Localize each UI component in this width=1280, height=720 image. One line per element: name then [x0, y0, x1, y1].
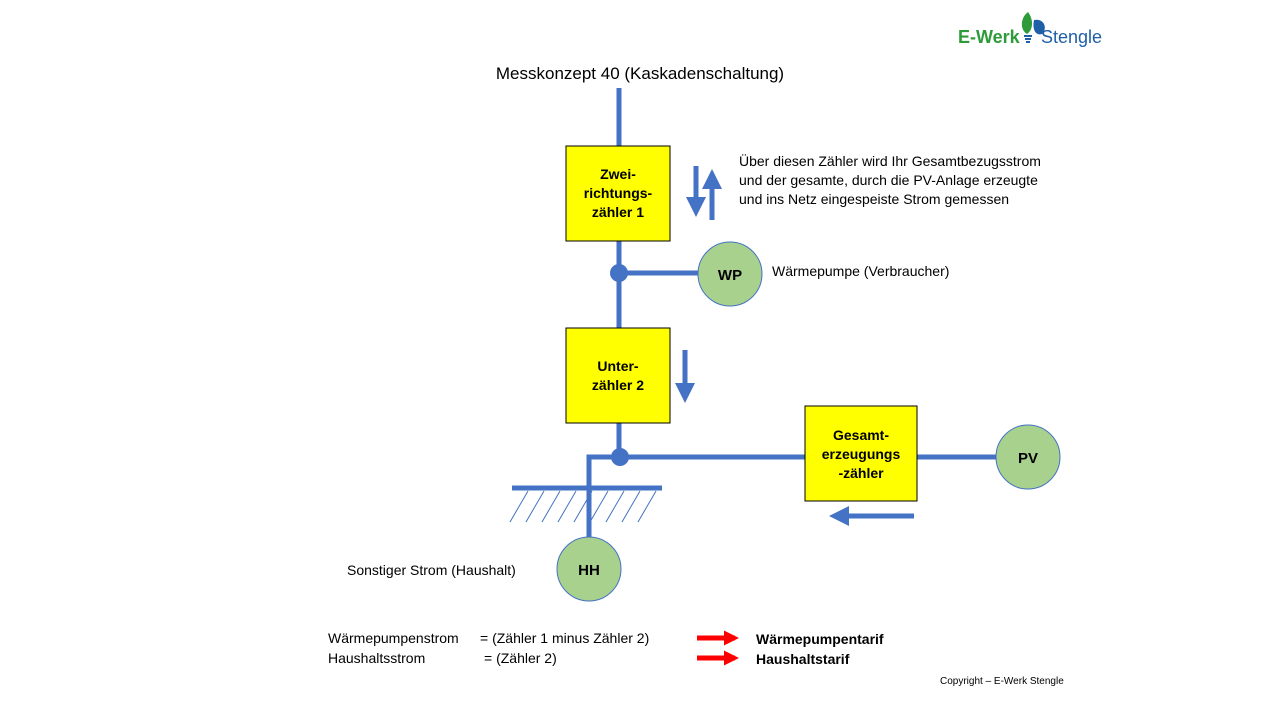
- junction-dot: [611, 448, 629, 466]
- meter1-description-line: und ins Netz eingespeiste Strom gemessen: [739, 191, 1009, 207]
- formula-expression: = (Zähler 2): [484, 650, 557, 666]
- formula-expression: = (Zähler 1 minus Zähler 2): [480, 630, 649, 646]
- wire-to-hh: [586, 454, 619, 540]
- meter-label: zähler 1: [592, 204, 644, 220]
- wp-description: Wärmepumpe (Verbraucher): [772, 263, 949, 279]
- node-label: WP: [718, 267, 742, 284]
- hh-description: Sonstiger Strom (Haushalt): [347, 562, 516, 578]
- formula-row: Wärmepumpenstrom = (Zähler 1 minus Zähle…: [328, 630, 884, 647]
- diagram-title: Messkonzept 40 (Kaskadenschaltung): [496, 64, 784, 83]
- node-label: HH: [578, 562, 600, 579]
- copyright: Copyright – E-Werk Stengle: [940, 676, 1064, 687]
- logo-text-stengle: Stengle: [1041, 27, 1102, 47]
- junction-dot: [610, 264, 628, 282]
- formula-label: Haushaltsstrom: [328, 650, 425, 666]
- meter-label: zähler 2: [592, 377, 644, 393]
- meter-generation: Gesamt- erzeugungs -zähler: [804, 405, 918, 502]
- leaf-bulb-icon: [1021, 12, 1045, 43]
- node-wp: WP: [697, 241, 763, 307]
- logo: E-Werk Stengle: [958, 12, 1102, 47]
- ground-hatch: [509, 490, 657, 523]
- wiring: [512, 88, 996, 540]
- formula-row: Haushaltsstrom = (Zähler 2) Haushaltstar…: [328, 650, 850, 667]
- formula-label: Wärmepumpenstrom: [328, 630, 459, 646]
- meter1-description-line: und der gesamte, durch die PV-Anlage erz…: [739, 172, 1038, 188]
- tariff-name: Wärmepumpentarif: [756, 631, 884, 647]
- logo-text-ewerk: E-Werk: [958, 27, 1021, 47]
- node-pv: PV: [995, 424, 1061, 490]
- node-hh: HH: [556, 536, 622, 602]
- node-label: PV: [1018, 450, 1038, 467]
- meter1-description-line: Über diesen Zähler wird Ihr Gesamtbezugs…: [739, 152, 1041, 169]
- meter-label: Zwei-: [600, 166, 636, 182]
- meter-label: richtungs-: [584, 185, 653, 201]
- meter-label: Unter-: [597, 358, 639, 374]
- meter-label: -zähler: [838, 465, 884, 481]
- meter-label: Gesamt-: [833, 427, 889, 443]
- tariff-name: Haushaltstarif: [756, 651, 850, 667]
- meter-sub: Unter- zähler 2: [565, 327, 671, 424]
- meter-bidirectional: Zwei- richtungs- zähler 1: [565, 145, 671, 242]
- meter-label: erzeugungs: [822, 446, 901, 462]
